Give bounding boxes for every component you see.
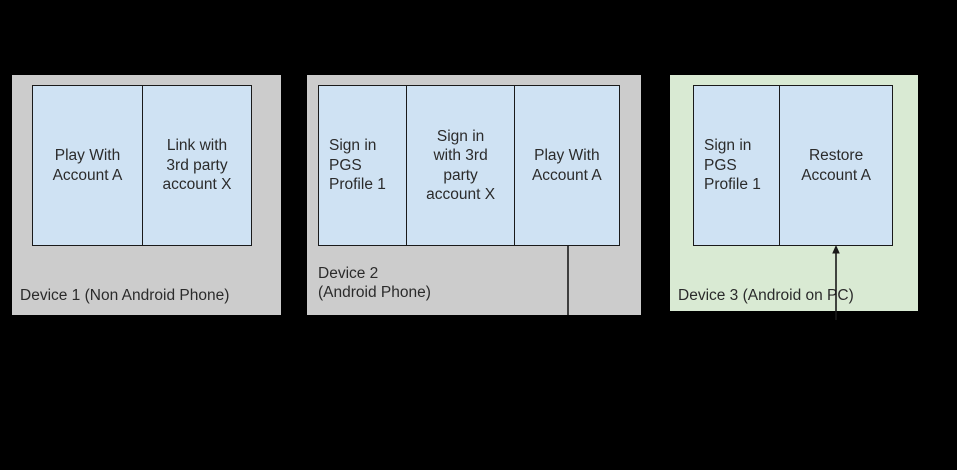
- step-box-sign-in-pgs-d2[interactable]: Sign in PGS Profile 1: [319, 86, 407, 245]
- device-2-step-boxes: Sign in PGS Profile 1 Sign in with 3rd p…: [318, 85, 620, 246]
- device-label-2: Device 2 (Android Phone): [318, 265, 431, 301]
- step-box-link-3rd-party-d1[interactable]: Link with 3rd party account X: [142, 86, 251, 245]
- step-box-sign-in-pgs-d3[interactable]: Sign in PGS Profile 1: [694, 86, 780, 245]
- device-1-step-boxes: Play With Account A Link with 3rd party …: [32, 85, 252, 246]
- step-box-restore-account-a-d3[interactable]: Restore Account A: [779, 86, 892, 245]
- device-label-3: Device 3 (Android on PC): [678, 287, 854, 304]
- step-box-play-with-account-a-d2[interactable]: Play With Account A: [513, 86, 619, 245]
- step-box-sign-in-3rd-party-d2[interactable]: Sign in with 3rd party account X: [406, 86, 514, 245]
- device-label-1: Device 1 (Non Android Phone): [20, 287, 230, 304]
- device-3-step-boxes: Sign in PGS Profile 1 Restore Account A: [693, 85, 893, 246]
- step-box-play-with-account-a-d1[interactable]: Play With Account A: [33, 86, 142, 245]
